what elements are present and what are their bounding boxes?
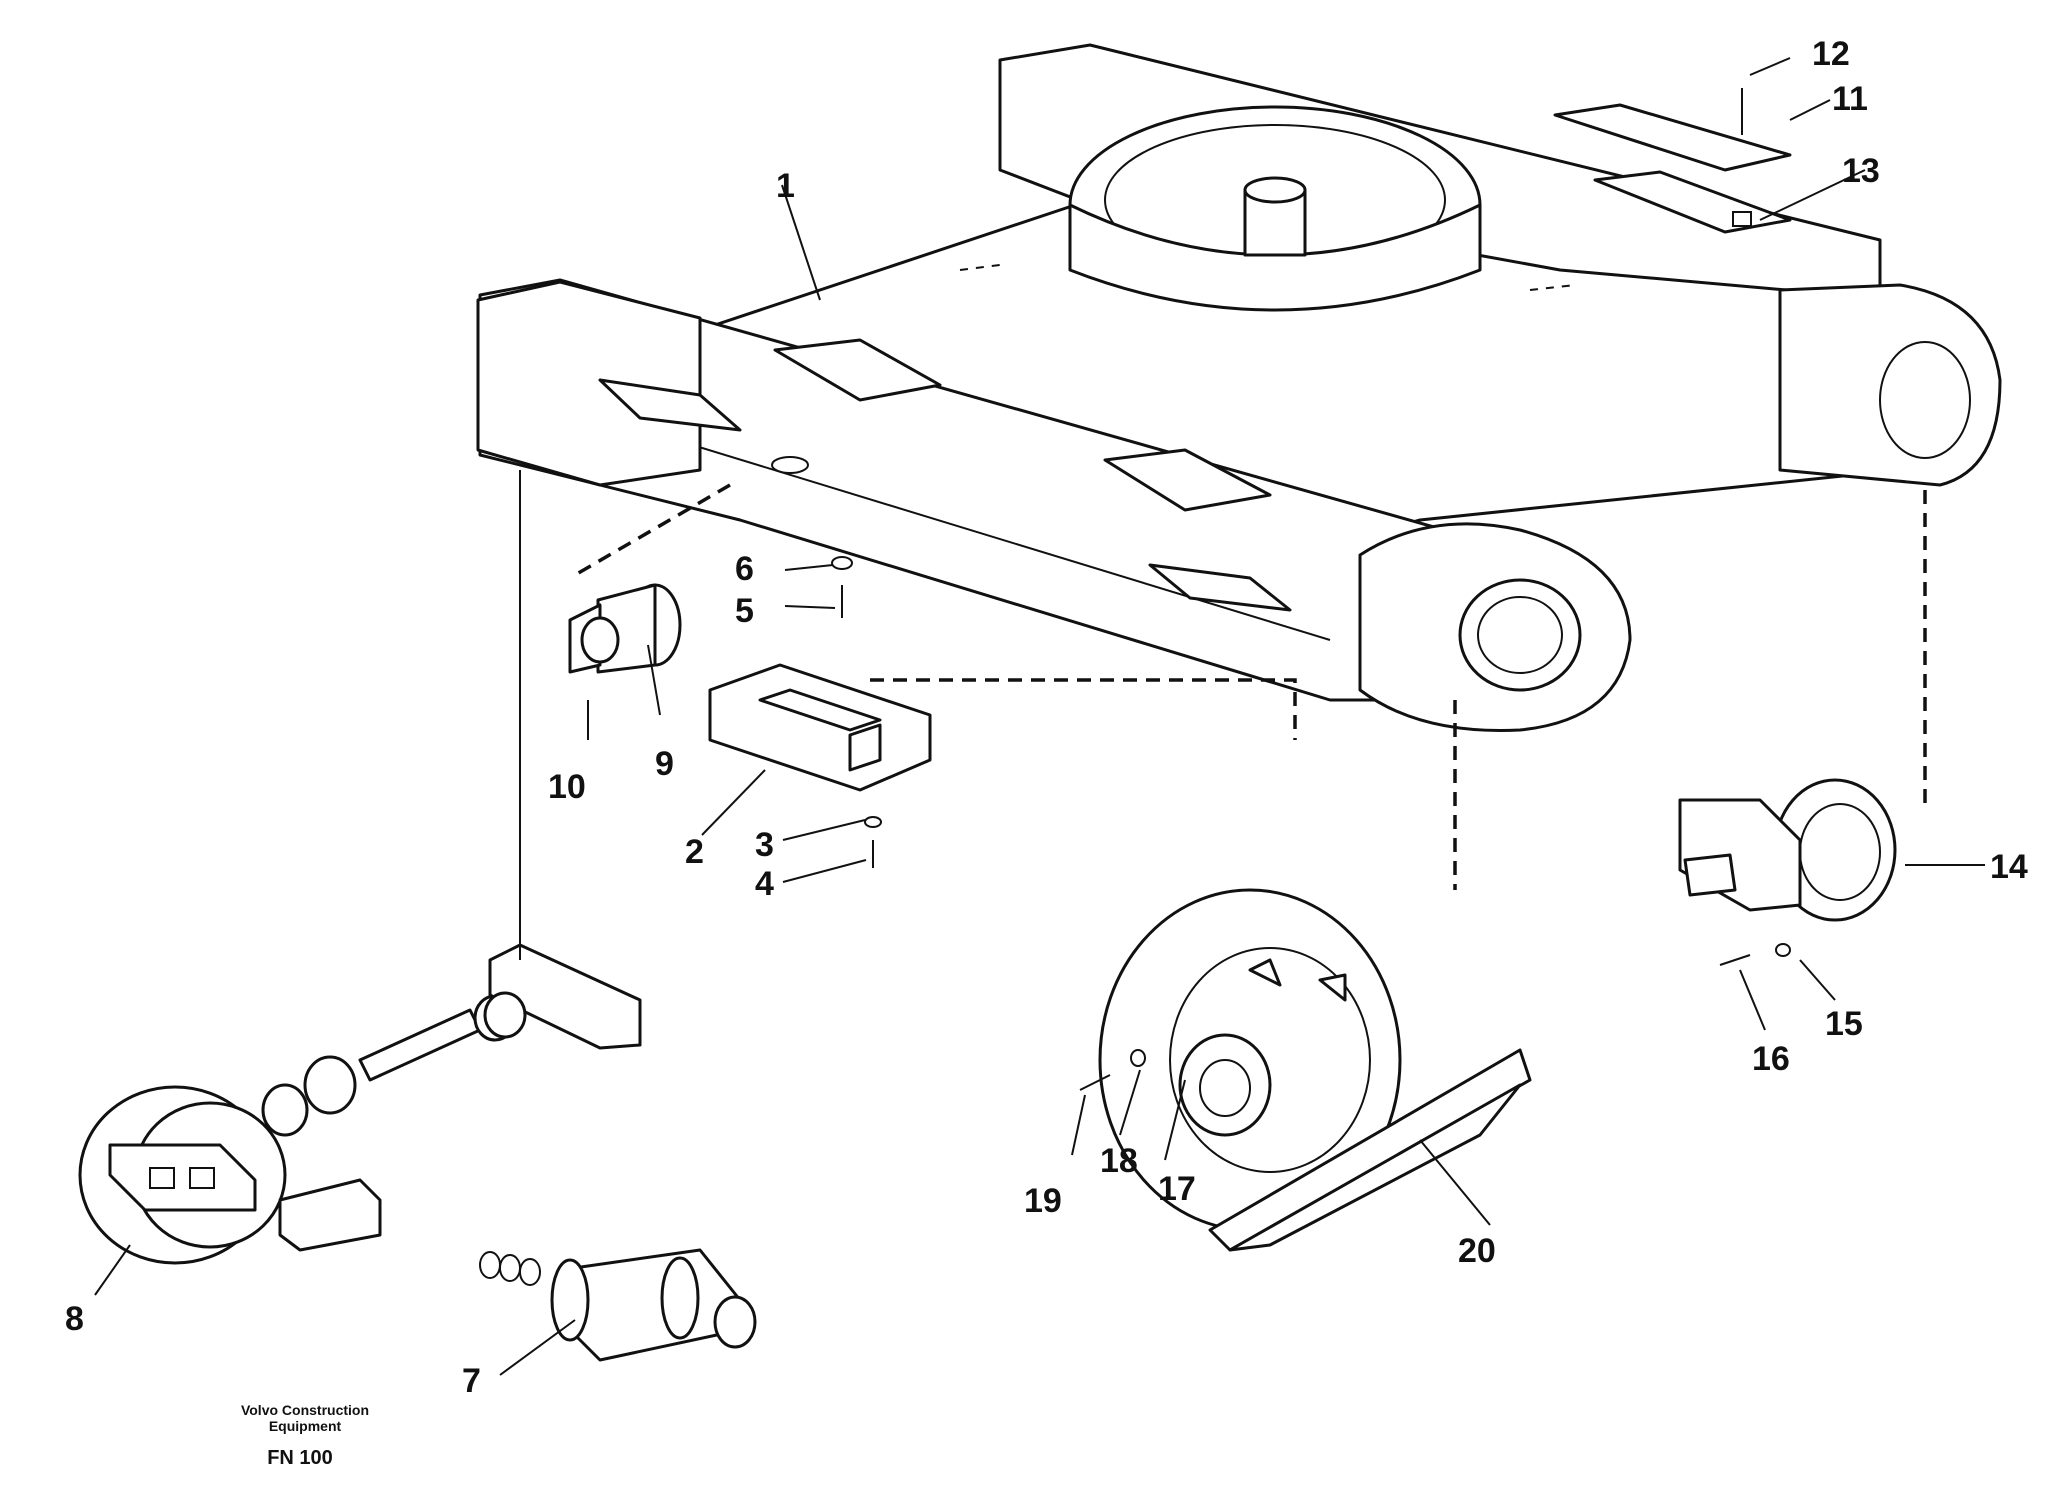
callout-14: 14 (1990, 848, 2028, 886)
track-chain (1208, 1048, 1532, 1252)
callout-labels: 1 2 3 4 5 6 7 8 9 10 11 12 13 14 15 16 1… (65, 35, 2028, 1400)
callout-1: 1 (776, 167, 795, 205)
callout-6: 6 (735, 550, 754, 588)
callout-11: 11 (1832, 80, 1868, 118)
brand-line-2: Equipment (269, 1418, 342, 1434)
callout-3: 3 (755, 826, 774, 864)
callout-9: 9 (655, 745, 674, 783)
diagram-code: FN 100 (267, 1447, 333, 1469)
callout-18: 18 (1100, 1142, 1138, 1180)
leader-lines (94, 57, 1985, 1376)
callout-13: 13 (1842, 152, 1880, 190)
callout-19: 19 (1024, 1182, 1062, 1220)
callout-4: 4 (755, 865, 774, 903)
callout-5: 5 (735, 592, 754, 630)
callout-20: 20 (1458, 1232, 1496, 1270)
callout-17: 17 (1158, 1170, 1196, 1208)
footer-caption: Volvo Construction Equipment FN 100 (241, 1402, 369, 1469)
travel-motor (1678, 778, 1897, 922)
idler-yoke (483, 943, 642, 1050)
tension-cylinder (479, 1248, 757, 1362)
assembly-lines (519, 470, 1927, 960)
callout-16: 16 (1752, 1040, 1790, 1078)
front-idler (78, 1085, 287, 1265)
brand-line-1: Volvo Construction (241, 1402, 369, 1418)
callout-12: 12 (1812, 35, 1850, 73)
undercarriage-frame (476, 43, 2002, 732)
callout-2: 2 (685, 833, 704, 871)
callout-15: 15 (1825, 1005, 1863, 1043)
fasteners (587, 88, 1791, 1091)
tension-block (278, 1178, 382, 1252)
idler-shaft (261, 994, 517, 1137)
callout-10: 10 (548, 768, 586, 806)
callout-7: 7 (462, 1362, 481, 1400)
top-roller (568, 583, 682, 674)
track-guide (708, 663, 932, 792)
callout-8: 8 (65, 1300, 84, 1338)
